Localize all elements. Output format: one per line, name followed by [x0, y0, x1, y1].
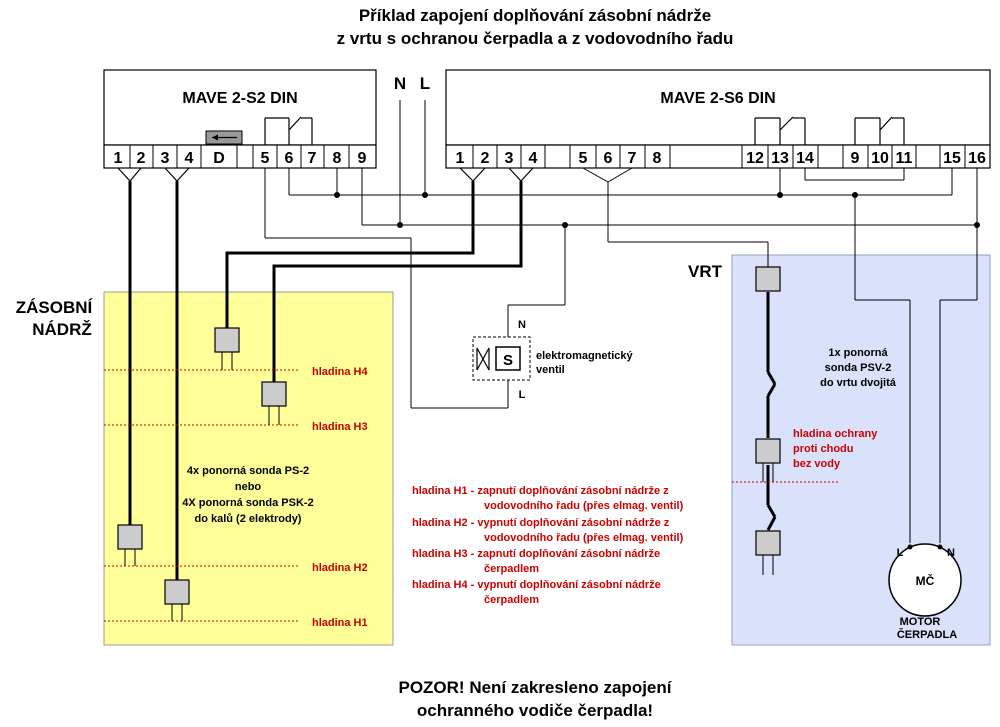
tank-area — [103, 291, 394, 646]
relay-contact-pump-icon — [754, 116, 806, 145]
tank-probe-text: 4X ponorná sonda PSK-2 — [182, 497, 313, 509]
thin-wires — [264, 100, 978, 543]
module-right-terminal: 10 — [871, 150, 889, 167]
thick-cables — [117, 167, 777, 580]
module-right-terminal: 2 — [481, 150, 490, 167]
module-left-terminal: D — [213, 150, 225, 167]
motor-terminal-l: L — [897, 547, 904, 559]
module-left: MAVE 2-S2 DIN 1 2 3 4 D 5 6 7 8 9 — [103, 69, 377, 169]
module-right-terminal: 15 — [943, 150, 961, 167]
valve-terminal-l: L — [519, 389, 526, 401]
motor-label-line-2: ČERPADLA — [897, 628, 957, 641]
module-right-terminal: 13 — [771, 150, 789, 167]
valve-terminal-n: N — [518, 319, 526, 331]
well-probe-text: do vrtu dvojitá — [820, 377, 897, 389]
module-right-terminal: 5 — [579, 150, 588, 167]
legend-line: čerpadlem — [484, 594, 539, 606]
supply-l: L — [420, 74, 430, 93]
legend-line: hladina H2 - vypnutí doplňování zásobní … — [412, 517, 670, 529]
module-right-terminal: 11 — [896, 150, 913, 167]
module-left-terminal: 5 — [261, 150, 270, 167]
relay-contact-valve-icon — [854, 116, 905, 145]
legend-line: hladina H4 - vypnutí doplňování zásobní … — [412, 579, 661, 591]
motor-icon — [888, 543, 962, 617]
relay-contact-left-icon — [264, 116, 313, 145]
module-right-terminal: 9 — [851, 150, 860, 167]
module-left-terminal: 7 — [308, 150, 317, 167]
probe-icon — [164, 579, 190, 621]
solenoid-valve-icon — [472, 336, 531, 381]
module-right-terminal: 12 — [746, 150, 764, 167]
warning-line-2: ochranného vodiče čerpadla! — [417, 701, 653, 720]
level-label-h4: hladina H4 — [312, 366, 369, 378]
valve-label-line-2: ventil — [536, 364, 565, 376]
module-left-name: MAVE 2-S2 DIN — [182, 90, 297, 107]
legend-line: čerpadlem — [484, 563, 539, 575]
well-probe-text: 1x ponorná — [828, 347, 888, 359]
module-right-name: MAVE 2-S6 DIN — [660, 90, 775, 107]
probe-icon — [117, 524, 143, 566]
legend-line: vodovodního řadu (přes elmag. ventil) — [484, 532, 684, 544]
motor-label-line-1: MOTOR — [900, 616, 941, 628]
well-protection-level: proti chodu — [793, 443, 854, 455]
legend-line: hladina H3 - zapnutí doplňování zásobní … — [412, 548, 660, 560]
title-line-1: Příklad zapojení doplňování zásobní nádr… — [359, 6, 711, 25]
module-right: MAVE 2-S6 DIN 1 2 3 4 5 6 7 8 12 13 14 9… — [445, 69, 991, 169]
module-right-terminal: 6 — [604, 150, 613, 167]
module-right-terminal: 8 — [653, 150, 662, 167]
module-left-terminal: 4 — [185, 150, 194, 167]
module-right-terminal: 16 — [968, 150, 986, 167]
module-left-terminal: 8 — [333, 150, 342, 167]
well-protection-level: bez vody — [793, 458, 841, 470]
level-label-h1: hladina H1 — [312, 617, 368, 629]
well-probe-icon — [755, 266, 781, 575]
tank-label-line-1: ZÁSOBNÍ — [16, 298, 94, 317]
module-right-terminal: 14 — [796, 150, 814, 167]
module-left-terminal: 1 — [114, 150, 123, 167]
tank-probe-text: do kalů (2 elektrody) — [195, 513, 302, 525]
legend-line: vodovodního řadu (přes elmag. ventil) — [484, 500, 684, 512]
tank-probe-text: nebo — [235, 481, 262, 493]
well-protection-level: hladina ochrany — [793, 428, 878, 440]
module-left-terminal: 3 — [161, 150, 170, 167]
supply-n: N — [394, 74, 406, 93]
level-lines — [104, 369, 840, 622]
module-right-terminal: 1 — [456, 150, 465, 167]
junction-dots — [334, 192, 980, 228]
module-left-terminal: 9 — [358, 150, 367, 167]
title-line-2: z vrtu s ochranou čerpadla a z vodovodní… — [337, 29, 734, 48]
motor-symbol: MČ — [916, 573, 935, 588]
module-right-terminal: 7 — [628, 150, 637, 167]
module-right-terminal: 3 — [505, 150, 514, 167]
module-right-terminal: 4 — [529, 150, 538, 167]
probe-icon — [261, 381, 287, 425]
warning-line-1: POZOR! Není zakresleno zapojení — [398, 678, 672, 697]
module-left-terminal: 2 — [137, 150, 146, 167]
level-label-h2: hladina H2 — [312, 562, 368, 574]
well-label: VRT — [688, 262, 723, 281]
well-probe-text: sonda PSV-2 — [825, 362, 892, 374]
legend-line: hladina H1 - zapnutí doplňování zásobní … — [412, 485, 669, 497]
probe-icon — [214, 327, 240, 370]
tank-probe-text: 4x ponorná sonda PS-2 — [187, 465, 309, 477]
valve-symbol: S — [503, 352, 513, 369]
tank-label-line-2: NÁDRŽ — [32, 320, 92, 339]
valve-label-line-1: elektromagnetický — [536, 350, 633, 362]
module-left-terminal: 6 — [285, 150, 294, 167]
motor-terminal-n: N — [947, 547, 955, 559]
level-label-h3: hladina H3 — [312, 421, 368, 433]
